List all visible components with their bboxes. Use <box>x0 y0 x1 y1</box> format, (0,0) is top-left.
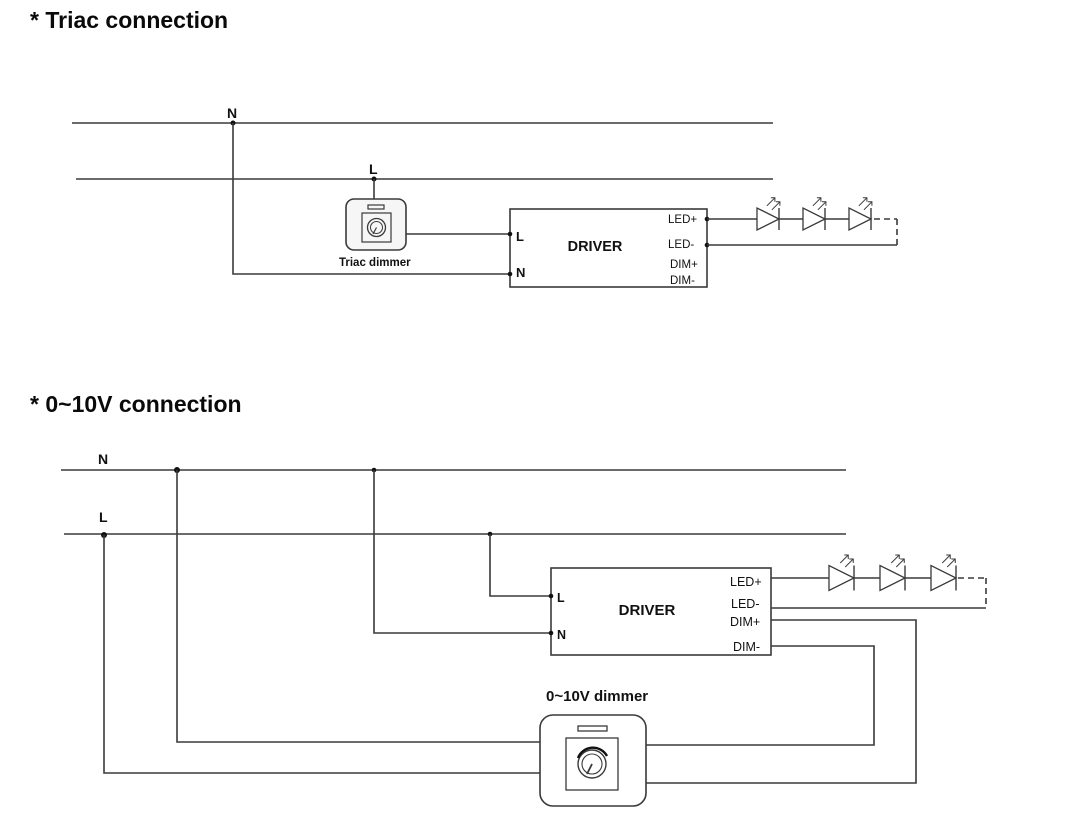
010v-driver-dim-plus: DIM+ <box>730 615 760 629</box>
triac-led-icon <box>848 197 873 232</box>
triac-neutral-wire <box>232 123 510 275</box>
010v-circuit: N L DRIVER L N LED+ LED- DIM+ DIM- 0~ <box>61 451 987 807</box>
dimmer-knob-icon <box>366 217 387 238</box>
triac-driver-led-minus: LED- <box>668 239 694 251</box>
triac-dimmer-label: Triac dimmer <box>339 257 411 269</box>
triac-led-string <box>756 197 873 232</box>
triac-driver-led-plus: LED+ <box>668 214 697 226</box>
010v-driver-dim-minus: DIM- <box>733 640 760 654</box>
010v-driver-input-n: N <box>557 628 566 642</box>
010v-driver-led-plus: LED+ <box>730 575 762 589</box>
section-title-0-10v: * 0~10V connection <box>30 391 242 417</box>
triac-line-label: L <box>369 161 378 177</box>
triac-driver-input-n: N <box>516 265 525 280</box>
triac-circuit: N L Triac dimmer DRIVER L N LED+ LED- DI… <box>72 105 898 288</box>
010v-dim-plus-wire <box>646 619 917 784</box>
010v-dimmer <box>539 714 647 807</box>
010v-dimmer-label: 0~10V dimmer <box>546 688 648 705</box>
triac-neutral-label: N <box>227 105 237 121</box>
triac-dimmer <box>345 198 407 251</box>
triac-driver-dim-plus: DIM+ <box>670 259 698 271</box>
triac-driver-box <box>509 208 708 288</box>
010v-led-icon <box>828 554 856 592</box>
010v-dimmer-neutral-wire <box>176 470 540 743</box>
010v-driver-input-l: L <box>557 591 565 605</box>
triac-driver-dim-minus: DIM- <box>670 275 695 287</box>
triac-driver-name: DRIVER <box>568 239 623 255</box>
010v-driver-name: DRIVER <box>619 602 676 619</box>
010v-driver-box <box>550 567 772 656</box>
triac-driver-input-l: L <box>516 229 524 244</box>
010v-line-label: L <box>99 509 108 525</box>
010v-dim-minus-wire <box>646 645 875 746</box>
010v-driver-led-minus: LED- <box>731 597 759 611</box>
triac-led-icon <box>756 197 781 232</box>
010v-led-icon <box>879 554 907 592</box>
010v-driver-line-wire <box>489 534 551 597</box>
dimmer-knob-icon <box>577 749 607 779</box>
triac-led-icon <box>802 197 827 232</box>
section-title-triac: * Triac connection <box>30 7 229 33</box>
010v-driver-neutral-wire <box>373 470 551 634</box>
010v-dimmer-line-wire <box>103 535 540 774</box>
010v-neutral-label: N <box>98 451 108 467</box>
010v-led-icon <box>930 554 958 592</box>
010v-led-string <box>828 554 958 592</box>
